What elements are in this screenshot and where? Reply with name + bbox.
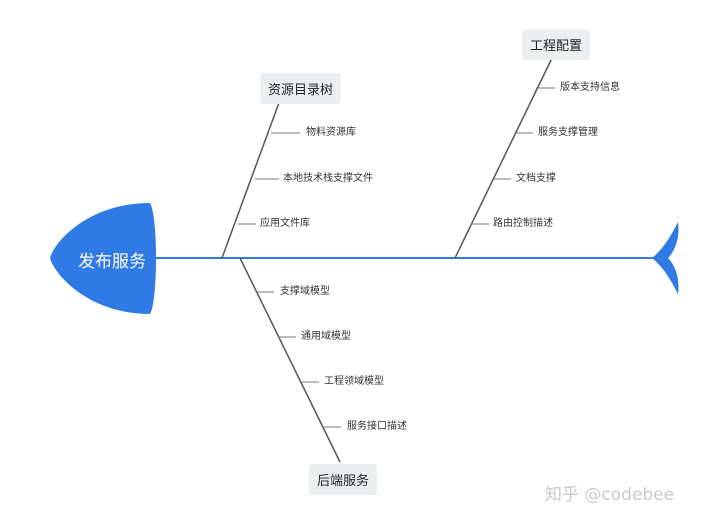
branch-item: 物料资源库 [306, 127, 356, 138]
branch-bone-resource-tree [221, 99, 281, 259]
branch-item: 服务支撑管理 [538, 127, 598, 138]
branch-item: 服务接口描述 [347, 421, 407, 432]
fish-tail-shape [652, 222, 679, 294]
branch-item: 通用域模型 [301, 331, 351, 342]
branch-item: 支撑域模型 [280, 286, 330, 297]
branch-item: 应用文件库 [260, 218, 310, 229]
fish-head-shape [50, 203, 156, 314]
branch-title-project-config: 工程配置 [522, 29, 591, 60]
branch-item: 工程领域模型 [324, 376, 384, 387]
branch-item: 文档支撑 [516, 173, 556, 184]
branch-item: 版本支持信息 [560, 82, 620, 93]
fish-head-label: 发布服务 [78, 252, 146, 272]
branch-title-resource-tree: 资源目录树 [260, 73, 342, 104]
branch-title-backend-service: 后端服务 [309, 464, 378, 495]
watermark: 知乎 @codebee [545, 485, 675, 505]
branch-item: 路由控制描述 [493, 218, 553, 229]
branch-item: 本地技术栈支撑文件 [283, 173, 373, 184]
